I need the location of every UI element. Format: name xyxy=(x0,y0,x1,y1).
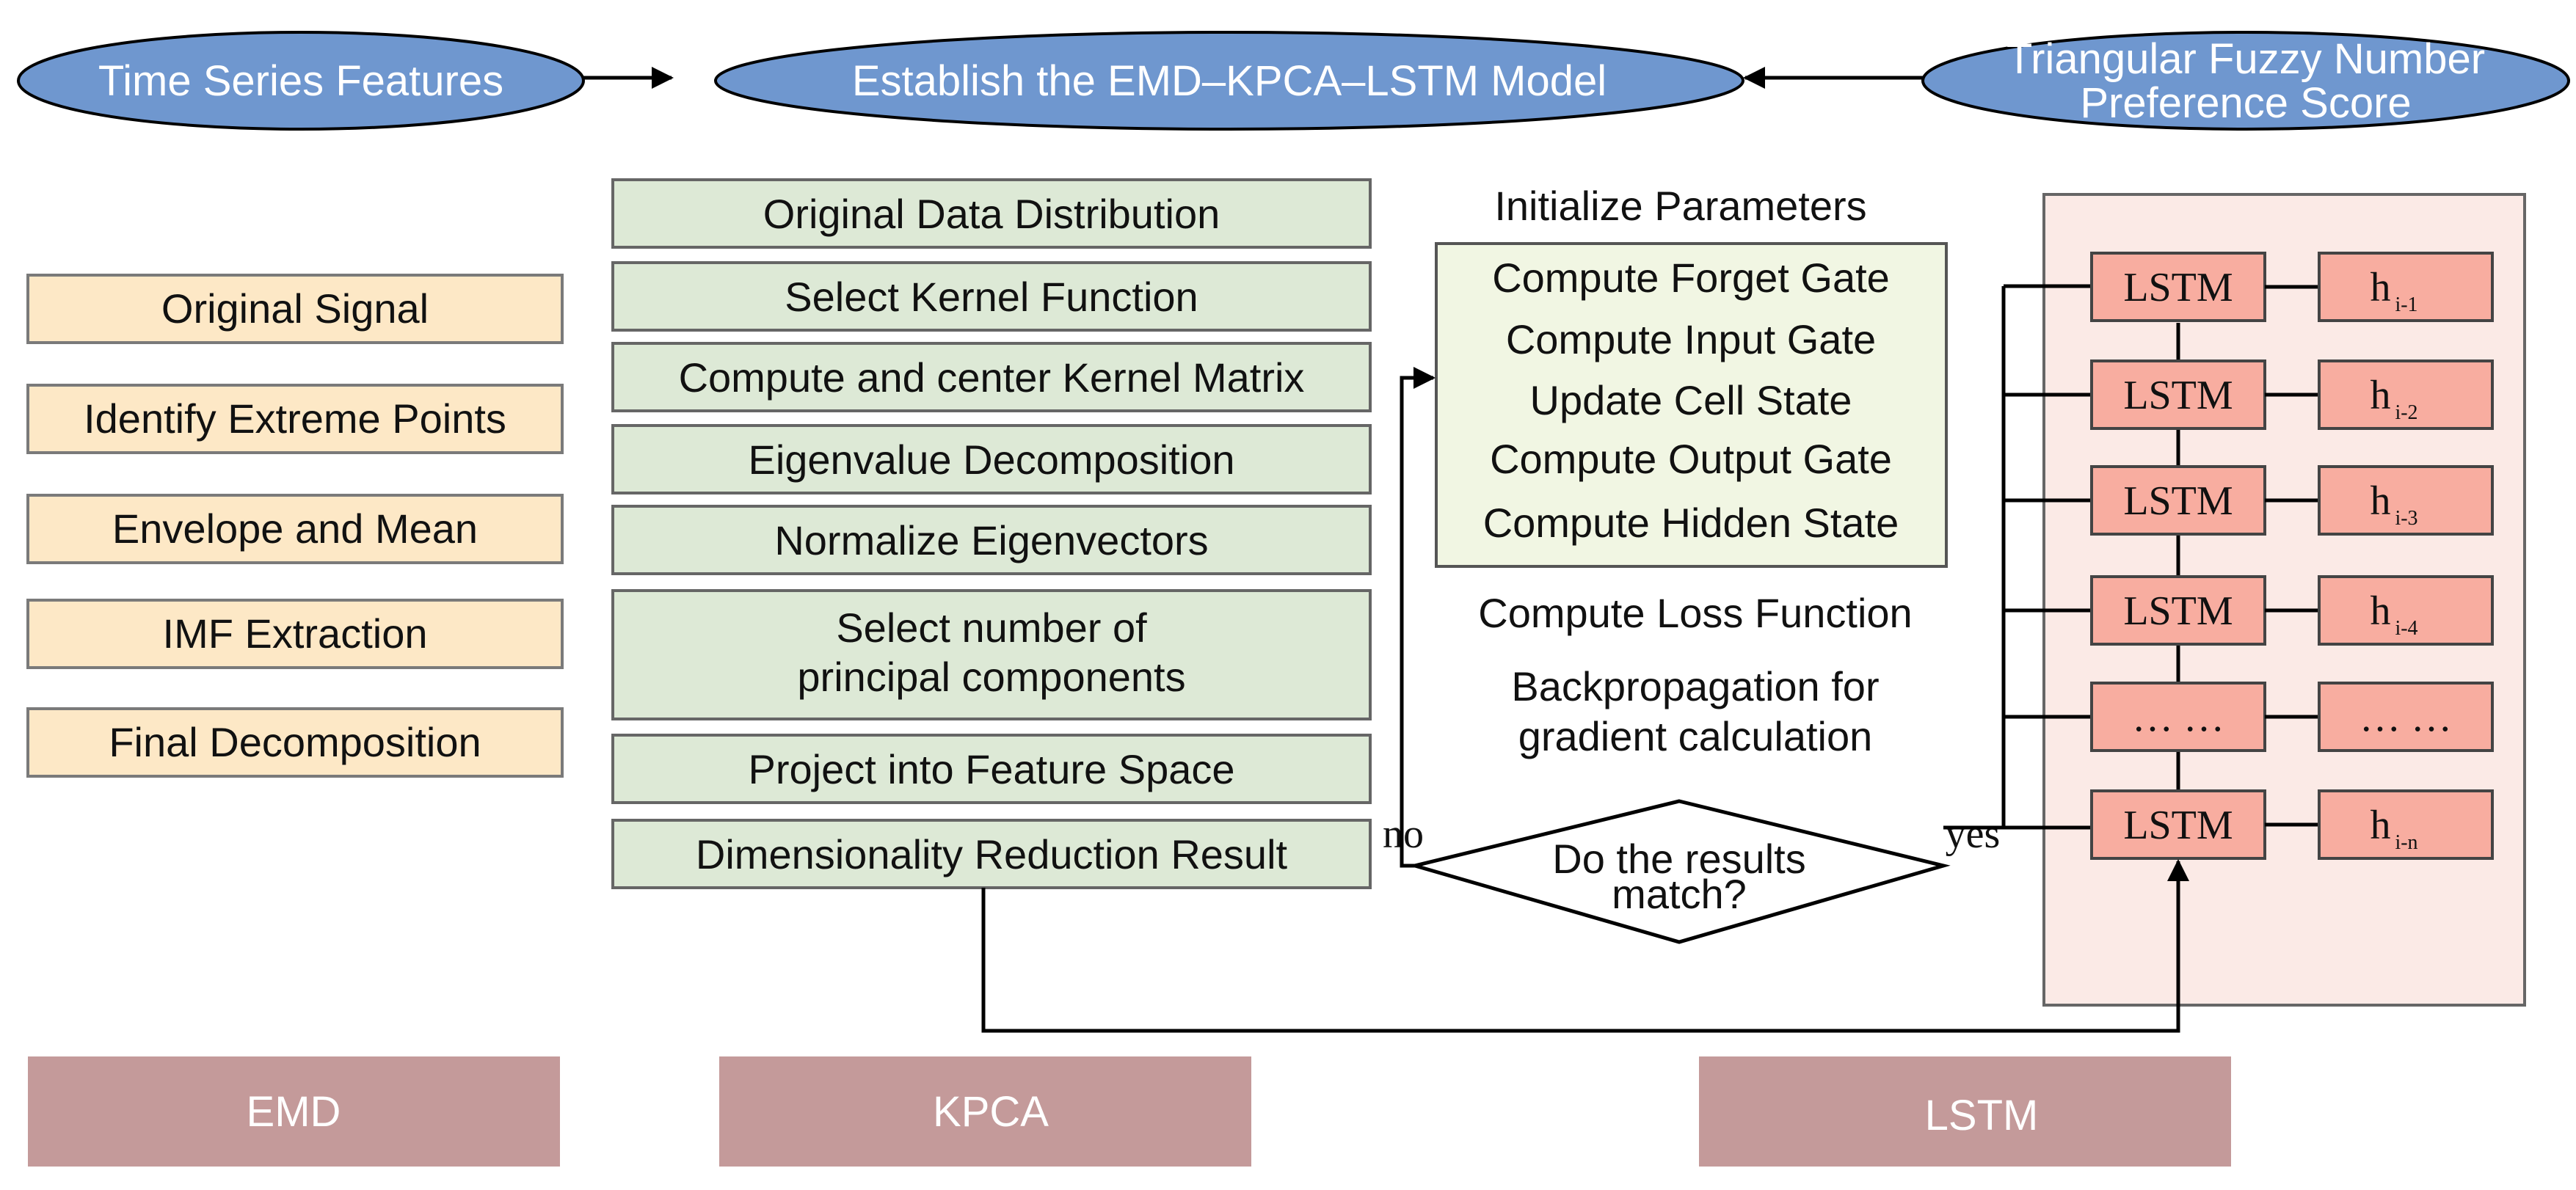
time-series-features-oval xyxy=(17,31,585,131)
kpca-step-box xyxy=(611,505,1372,575)
kpca-step-label: Compute and center Kernel Matrix xyxy=(679,354,1305,401)
kpca-step-label: Select number of xyxy=(836,605,1147,651)
kpca-step-label: Original Data Distribution xyxy=(763,191,1220,237)
decision-label-line2: match? xyxy=(1612,871,1747,917)
hidden-state-box xyxy=(2318,682,2494,752)
gate-step-label: Compute Input Gate xyxy=(1506,316,1876,362)
hidden-state-box xyxy=(2318,789,2494,860)
fuzzy-preference-oval xyxy=(1921,31,2570,131)
decision-label-line1: Do the results xyxy=(1552,836,1806,882)
emd-step-label: Identify Extreme Points xyxy=(84,395,506,442)
kpca-step-box xyxy=(611,342,1372,412)
lstm-category-label: LSTM xyxy=(1925,1092,2039,1139)
emd-category-bar xyxy=(28,1056,560,1167)
kpca-step-box xyxy=(611,424,1372,494)
lstm-cell xyxy=(2090,682,2266,752)
emd-step-box xyxy=(26,384,564,454)
kpca-step-box xyxy=(611,734,1372,804)
kpca-step-box xyxy=(611,178,1372,249)
hidden-state-label: … … xyxy=(2359,695,2452,740)
emd-step-box xyxy=(26,707,564,778)
lstm-category-bar xyxy=(1699,1056,2231,1167)
loss-function-label: Compute Loss Function xyxy=(1478,590,1912,636)
hidden-state-box xyxy=(2318,465,2494,536)
emd-step-label: Final Decomposition xyxy=(109,719,481,765)
kpca-step-list: Original Data Distribution Select Kernel… xyxy=(611,178,1372,889)
kpca-step-label: Project into Feature Space xyxy=(748,746,1234,792)
lstm-cell-label: LSTM xyxy=(2123,588,2233,634)
emd-step-box xyxy=(26,599,564,669)
emd-step-label: IMF Extraction xyxy=(163,610,428,657)
no-loop-arrow xyxy=(1400,367,1436,868)
lstm-cell-label: … … xyxy=(2132,695,2224,740)
hidden-state-box xyxy=(2318,359,2494,430)
initialize-parameters-label: Initialize Parameters xyxy=(1494,183,1866,229)
backprop-label-line2: gradient calculation xyxy=(1518,713,1873,759)
kpca-step-label: Eigenvalue Decomposition xyxy=(748,437,1234,483)
kpca-step-label: Select Kernel Function xyxy=(785,274,1198,320)
fuzzy-preference-label-line1: Triangular Fuzzy Number xyxy=(2006,35,2485,83)
emd-step-label: Original Signal xyxy=(161,285,429,332)
emd-category-label: EMD xyxy=(247,1088,341,1136)
yes-branch-label: yes xyxy=(1946,811,2001,857)
kpca-step-box xyxy=(611,819,1372,889)
results-match-decision xyxy=(1408,799,1951,944)
gate-step-label: Compute Output Gate xyxy=(1490,436,1892,482)
emd-step-box xyxy=(26,274,564,344)
lstm-cell xyxy=(2090,465,2266,536)
emd-step-box xyxy=(26,494,564,564)
backprop-label-line1: Backpropagation for xyxy=(1511,663,1879,709)
lstm-cell xyxy=(2090,252,2266,322)
emd-step-list: Original Signal Identify Extreme Points … xyxy=(26,274,564,778)
fuzzy-preference-label-line2: Preference Score xyxy=(2080,79,2411,127)
lstm-cell-label: LSTM xyxy=(2123,478,2233,524)
kpca-to-lstm-arrow xyxy=(981,859,2189,1033)
lstm-cell xyxy=(2090,359,2266,430)
gate-computation-box xyxy=(1435,242,1948,568)
kpca-step-box xyxy=(611,589,1372,720)
kpca-category-bar xyxy=(719,1056,1251,1167)
kpca-step-box xyxy=(611,261,1372,332)
lstm-cell-label: LSTM xyxy=(2123,373,2233,418)
lstm-cell xyxy=(2090,789,2266,860)
emd-step-label: Envelope and Mean xyxy=(112,505,478,552)
time-series-features-label: Time Series Features xyxy=(98,57,503,105)
kpca-category-label: KPCA xyxy=(933,1088,1049,1136)
kpca-step-label: Normalize Eigenvectors xyxy=(774,517,1208,563)
kpca-step-label: principal components xyxy=(797,654,1185,700)
gate-step-label: Compute Forget Gate xyxy=(1492,255,1890,301)
gate-step-label: Update Cell State xyxy=(1530,377,1852,423)
hidden-state-box xyxy=(2318,252,2494,322)
kpca-step-label: Dimensionality Reduction Result xyxy=(696,831,1288,877)
gate-step-label: Compute Hidden State xyxy=(1483,500,1899,546)
lstm-cell-label: LSTM xyxy=(2123,803,2233,848)
lstm-row-ellipsis: … … … … xyxy=(2004,682,2494,752)
lstm-cell-label: LSTM xyxy=(2123,265,2233,310)
model-establish-label: Establish the EMD–KPCA–LSTM Model xyxy=(852,57,1607,105)
hidden-state-box xyxy=(2318,575,2494,646)
